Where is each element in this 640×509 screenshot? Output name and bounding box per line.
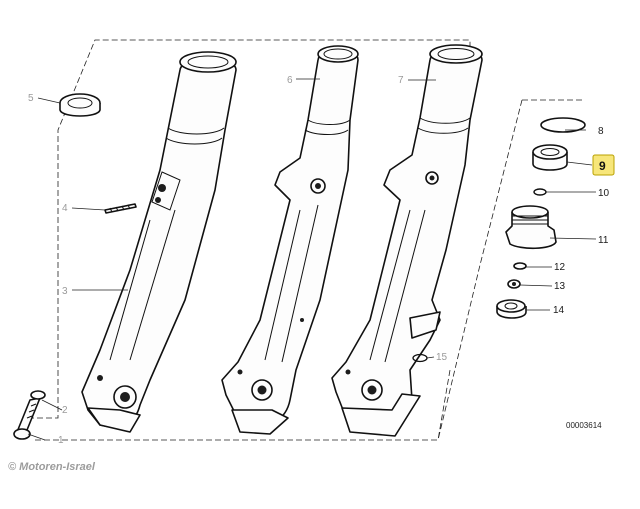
seal-ring-part	[59, 93, 101, 117]
callout-3: 3	[62, 286, 68, 297]
callout-6: 6	[287, 75, 293, 86]
fork-slider-right	[331, 44, 483, 437]
callout-2: 2	[62, 405, 68, 416]
o-ring-part	[533, 188, 547, 196]
callout-5: 5	[28, 93, 34, 104]
fork-slider-middle	[221, 45, 359, 435]
stud-bolt-part	[104, 203, 137, 214]
callout-9[interactable]: 9	[599, 159, 606, 173]
small-parts-stack	[496, 262, 527, 319]
assembly-frame	[28, 39, 582, 441]
reference-number: 00003614	[566, 421, 602, 430]
callout-14: 14	[553, 305, 565, 316]
callout-10: 10	[598, 188, 610, 199]
cap-part	[532, 144, 568, 171]
copyright-watermark: © Motoren-Israel	[8, 461, 96, 473]
callout-13: 13	[554, 281, 566, 292]
highlight-box	[592, 154, 615, 176]
callout-7: 7	[398, 75, 404, 86]
leader-lines	[27, 78, 597, 441]
axle-bolt-part	[13, 390, 46, 440]
callout-8: 8	[598, 126, 604, 137]
callout-1: 1	[58, 435, 64, 446]
circlip-part	[540, 117, 586, 133]
callout-4: 4	[62, 203, 68, 214]
fork-slider-left	[81, 51, 237, 433]
callout-11: 11	[598, 235, 609, 246]
callout-12: 12	[554, 262, 566, 273]
callout-15: 15	[436, 352, 448, 363]
threaded-plug-part	[505, 205, 557, 250]
